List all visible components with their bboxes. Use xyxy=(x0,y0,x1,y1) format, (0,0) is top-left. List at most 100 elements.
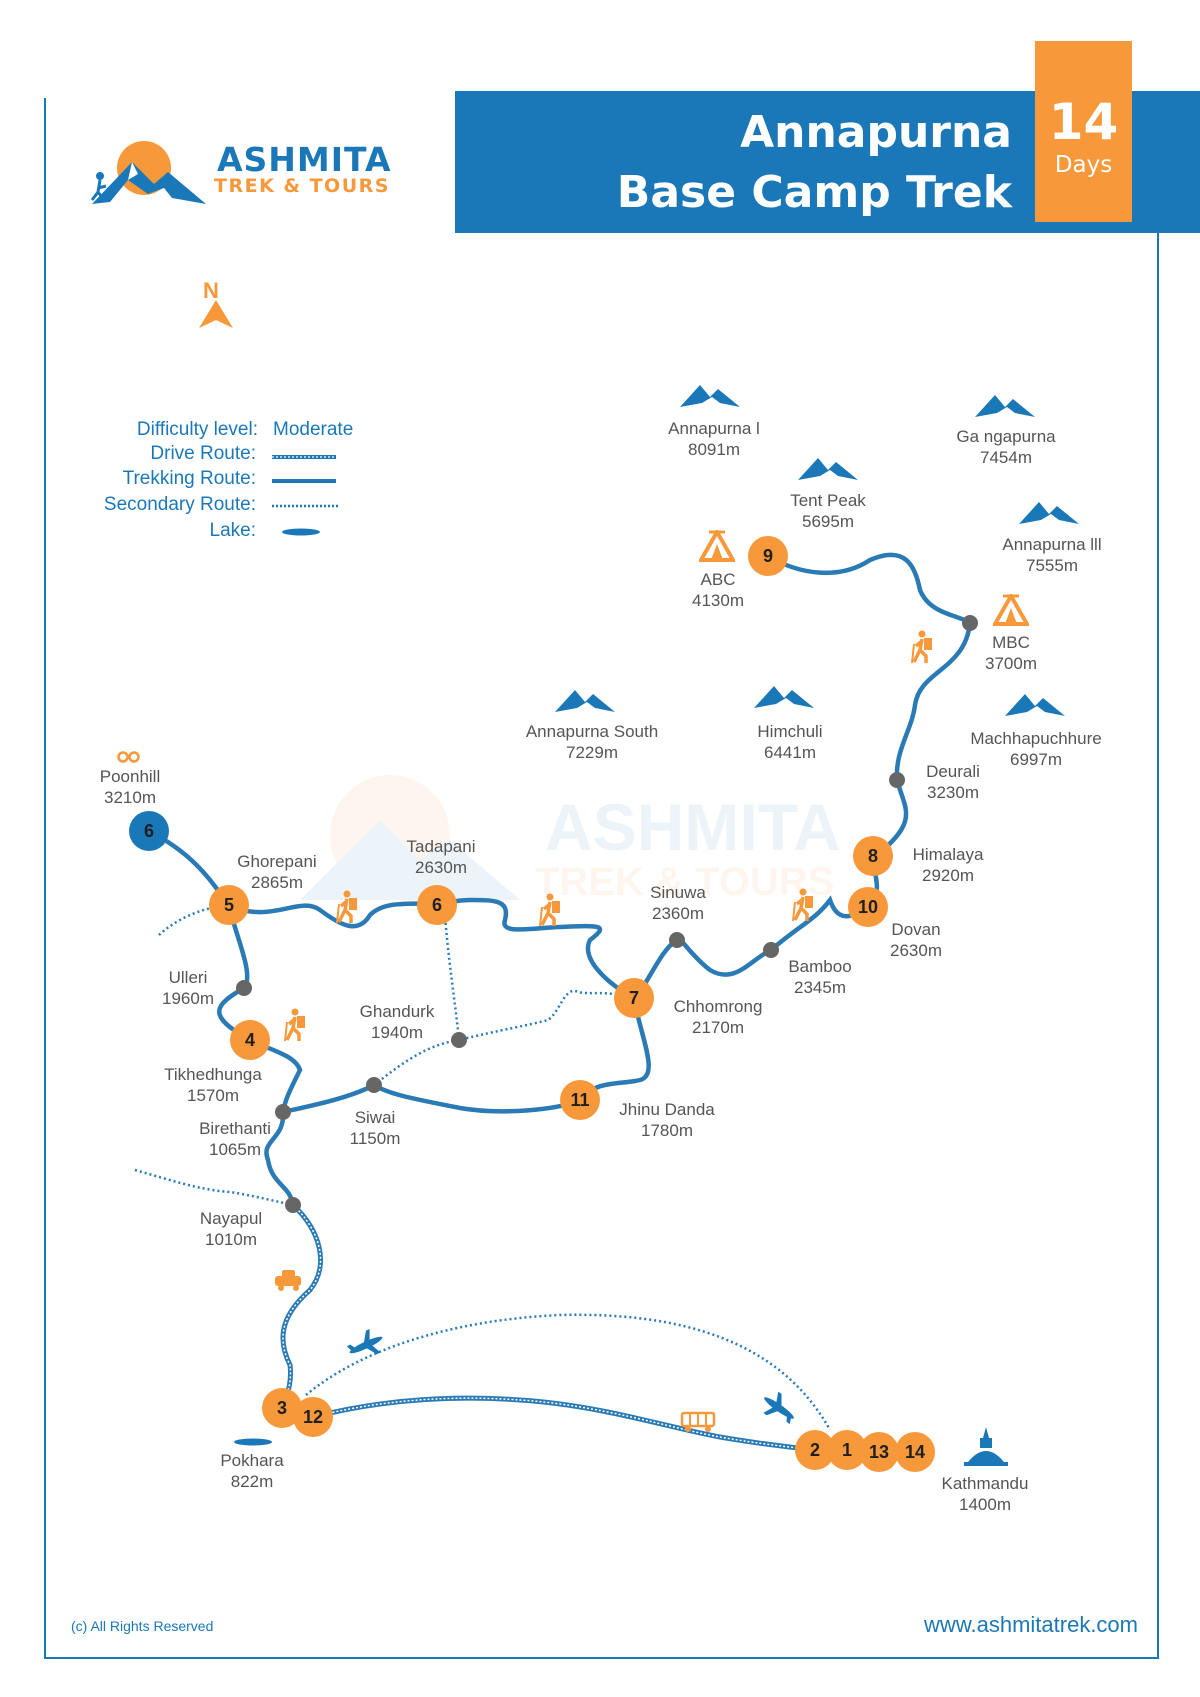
frame-right-line xyxy=(1157,230,1159,1659)
label-chhomrong-elev: 2170m xyxy=(692,1018,744,1037)
label-pokhara-elev: 822m xyxy=(231,1472,274,1491)
day-marker-himalaya-label: 8 xyxy=(868,846,878,866)
north-label: N xyxy=(203,278,219,303)
day-marker-ktm-c xyxy=(859,1432,899,1472)
tent-abc-icon xyxy=(699,530,735,562)
label-bamboo-name: Bamboo xyxy=(788,957,851,976)
trek-route-birethanti-nayapul xyxy=(264,1109,296,1208)
secondary-route-tadapani-ghandruk xyxy=(442,902,461,1041)
duration-badge: 14 Days xyxy=(1035,41,1132,222)
day-marker-pokhara-b-label: 12 xyxy=(303,1407,323,1427)
brand-tagline: TREK & TOURS xyxy=(214,175,390,197)
day-marker-abc-label: 9 xyxy=(763,546,773,566)
day-marker-ktm-c-label: 13 xyxy=(869,1442,889,1462)
label-jhinu-elev: 1780m xyxy=(641,1121,693,1140)
day-markers: 9 8 10 7 11 6 5 6 4 3 12 2 1 13 xyxy=(129,536,935,1472)
label-siwai-elev: 1150m xyxy=(350,1129,401,1148)
day-marker-himalaya xyxy=(853,836,893,876)
day-marker-tadapani xyxy=(417,885,457,925)
day-marker-ghorepani xyxy=(209,885,249,925)
trek-route-tadapani-ghorepani xyxy=(226,900,440,929)
label-ghandruk-name: Ghandurk xyxy=(360,1002,435,1021)
label-machhapuchhure-elev: 6997m xyxy=(1010,750,1062,769)
label-himalaya-name: Himalaya xyxy=(913,845,984,864)
lake-phewa-icon xyxy=(234,1438,272,1446)
label-ghandruk-elev: 1940m xyxy=(371,1023,423,1042)
label-himchuli-elev: 6441m xyxy=(764,743,816,762)
label-ghorepani-name: Ghorepani xyxy=(237,852,316,871)
trek-title: Annapurna Base Camp Trek xyxy=(617,103,1012,223)
drive-routes xyxy=(279,1203,816,1453)
label-ulleri-elev: 1960m xyxy=(162,989,214,1008)
trek-route-chhomrong-tadapani xyxy=(434,897,637,1001)
stupa-kathmandu-icon xyxy=(964,1427,1008,1466)
website-link[interactable]: www.ashmitatrek.com xyxy=(924,1612,1138,1637)
day-marker-tikhedhunga-label: 4 xyxy=(245,1030,255,1050)
label-dovan-name: Dovan xyxy=(891,920,940,939)
trek-route-abc-mbc xyxy=(765,552,973,626)
label-tadapani-elev: 2630m xyxy=(415,858,467,877)
label-abc-name: ABC xyxy=(701,570,736,589)
day-marker-ktm-a-label: 2 xyxy=(810,1440,820,1460)
north-arrow-icon xyxy=(199,300,233,328)
day-marker-ktm-b-label: 1 xyxy=(842,1440,852,1460)
legend-trekking: Trekking Route: xyxy=(80,468,256,492)
mountain-tent-peak-icon xyxy=(798,458,858,480)
legend-trekking-label: Trekking Route: xyxy=(122,468,256,489)
label-deurali-elev: 3230m xyxy=(927,783,979,802)
mountain-gangapurna-icon xyxy=(975,395,1035,417)
mountain-machhapuchhure-icon xyxy=(1005,694,1065,716)
label-tikhedhunga-name: Tikhedhunga xyxy=(164,1065,262,1084)
waypoint-nayapul xyxy=(285,1197,301,1213)
label-gangapurna-elev: 7454m xyxy=(980,448,1032,467)
label-annapurna-3-elev: 7555m xyxy=(1026,556,1078,575)
waypoint-ghandruk xyxy=(451,1032,467,1048)
label-poonhill-elev: 3210m xyxy=(104,788,156,807)
label-himchuli-name: Himchuli xyxy=(757,722,822,741)
waypoint-sinuwa xyxy=(669,932,685,948)
label-poonhill-name: Poonhill xyxy=(100,767,161,786)
legend-drive-label: Drive Route: xyxy=(150,443,256,464)
day-marker-abc xyxy=(748,536,788,576)
label-machhapuchhure-name: Machhapuchhure xyxy=(970,729,1101,748)
brand-logo-icon xyxy=(90,141,206,204)
hiker-mbc-icon xyxy=(910,630,934,664)
label-annapurna-south-elev: 7229m xyxy=(566,743,618,762)
day-marker-ktm-d-label: 14 xyxy=(905,1442,925,1462)
label-mbc-name: MBC xyxy=(992,633,1030,652)
label-birethanti-elev: 1065m xyxy=(209,1140,261,1159)
trek-title-line1: Annapurna xyxy=(740,107,1012,158)
day-marker-dovan xyxy=(848,887,888,927)
airplane-outbound-icon xyxy=(346,1328,383,1355)
waypoints xyxy=(236,615,978,1213)
copyright-text: (c) All Rights Reserved xyxy=(71,1618,214,1634)
label-tent-peak-elev: 5695m xyxy=(802,512,854,531)
hiker-tikhedhunga-icon xyxy=(283,1008,307,1042)
trek-route-siwai-birethanti xyxy=(280,1082,377,1115)
label-annapurna-1-elev: 8091m xyxy=(688,440,740,459)
label-annapurna-south-name: Annapurna South xyxy=(526,722,658,741)
label-mbc-elev: 3700m xyxy=(985,654,1037,673)
label-tadapani-name: Tadapani xyxy=(406,837,475,856)
label-sinuwa-name: Sinuwa xyxy=(650,883,706,902)
label-chhomrong-name: Chhomrong xyxy=(674,997,763,1016)
legend-lake-label: Lake: xyxy=(209,520,256,541)
label-nayapul-name: Nayapul xyxy=(200,1209,262,1228)
day-marker-poonhill xyxy=(129,811,169,851)
day-marker-dovan-label: 10 xyxy=(858,897,878,917)
waypoint-birethanti xyxy=(275,1104,291,1120)
label-annapurna-1-name: Annapurna l xyxy=(668,419,760,438)
legend-swatches xyxy=(272,455,338,536)
label-tikhedhunga-elev: 1570m xyxy=(187,1086,239,1105)
legend-secondary: Secondary Route: xyxy=(60,494,256,518)
waypoint-mbc xyxy=(962,615,978,631)
watermark-name: ASHMITA xyxy=(545,790,841,864)
day-marker-ktm-d xyxy=(895,1432,935,1472)
day-marker-ghorepani-label: 5 xyxy=(224,895,234,915)
map-labels: Annapurna l 8091m Ga ngapurna 7454m Tent… xyxy=(100,419,1102,1514)
waypoint-ulleri xyxy=(236,980,252,996)
waypoint-bamboo xyxy=(763,942,779,958)
waypoint-deurali xyxy=(889,772,905,788)
